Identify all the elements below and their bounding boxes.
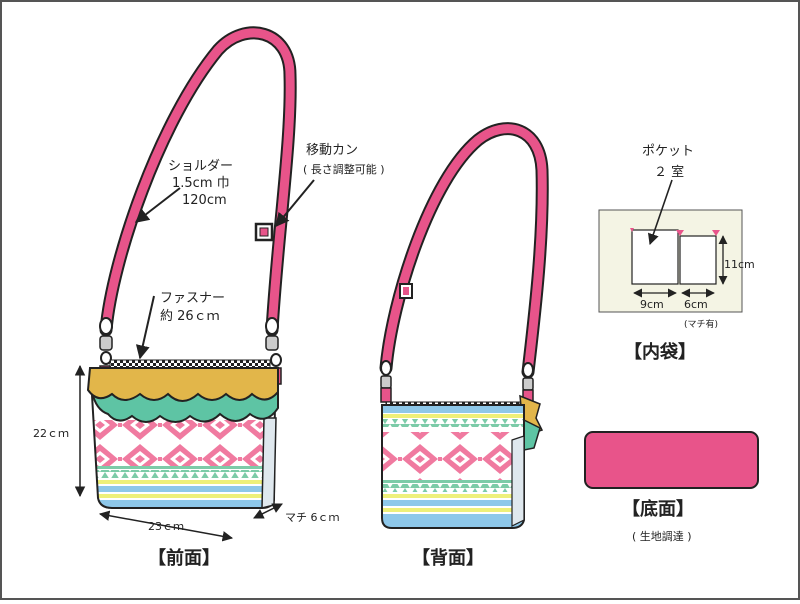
pocket-small	[679, 235, 717, 285]
shoulder-label-line3: 120cm	[182, 193, 227, 208]
inner-width2-label: 6cm	[684, 298, 708, 311]
back-bag	[379, 122, 549, 529]
inner-height-label: 11cm	[724, 258, 755, 271]
bottom-panel-diagram: 【底面】 ( 生地調達 )	[584, 431, 759, 543]
shoulder-label-line1: ショルダー	[168, 159, 233, 174]
gusset-dimension-label: マチ 6ｃｍ	[285, 511, 340, 524]
front-view-title: 【前面】	[148, 547, 220, 569]
back-left-clasp	[380, 360, 392, 403]
shoulder-label-line2: 1.5cm 巾	[172, 176, 230, 191]
height-dimension-label: 22ｃｍ	[33, 427, 69, 440]
adjuster-pointer-arrow	[275, 179, 315, 228]
back-strap	[381, 124, 547, 377]
pocket-label-line1: ポケット	[642, 144, 694, 159]
pocket-label-line2: ２ 室	[654, 164, 684, 180]
bottom-title: 【底面】	[622, 498, 694, 520]
adjuster-label-text: 移動カン	[306, 143, 358, 158]
zipper-label-line1: ファスナー	[160, 291, 225, 306]
pocket-large	[631, 229, 679, 285]
back-bag-body	[382, 405, 524, 528]
inner-width1-label: 9cm	[640, 298, 664, 311]
front-gusset-side	[261, 417, 277, 509]
shoulder-pointer-arrow	[134, 187, 181, 223]
front-ruffle-yellow	[86, 367, 279, 402]
back-view-title: 【背面】	[412, 547, 484, 569]
gusset-dimension-arrow	[253, 503, 283, 519]
inner-gusset-note: (マチ有)	[684, 318, 718, 330]
width-dimension-label: 23ｃｍ	[148, 520, 184, 533]
back-right-clasp	[522, 362, 534, 405]
front-zipper	[109, 359, 271, 369]
zipper-pointer-arrow	[135, 295, 155, 360]
width-dimension: 23ｃｍ	[98, 510, 234, 542]
adjuster-label: 移動カン ( 長さ調整可能 )	[275, 143, 385, 228]
zipper-label-line2: 約 26ｃｍ	[160, 309, 220, 324]
height-dimension: 22ｃｍ	[33, 364, 86, 498]
shoulder-strap-label: ショルダー 1.5cm 巾 120cm	[134, 159, 233, 223]
zipper-label: ファスナー 約 26ｃｍ	[135, 291, 225, 360]
adjuster-note-text: ( 長さ調整可能 )	[303, 162, 385, 176]
front-bag	[86, 26, 297, 509]
width-dimension-arrow	[98, 510, 234, 542]
inner-bag-diagram: ポケット ２ 室 11cm 9cm 6cm (マチ有) 【内袋】	[598, 144, 755, 363]
bottom-panel	[584, 431, 759, 489]
inner-bag-title: 【内袋】	[624, 341, 696, 363]
bottom-note: ( 生地調達 )	[632, 529, 692, 543]
pocket-pointer-arrow	[647, 179, 673, 246]
gusset-dimension: マチ 6ｃｍ	[253, 503, 340, 524]
